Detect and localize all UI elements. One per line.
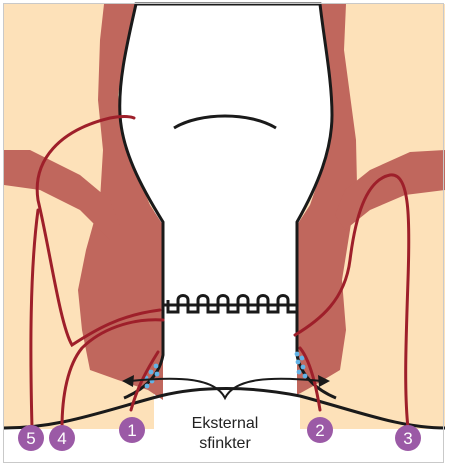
marker-2-label: 2 bbox=[315, 421, 324, 440]
marker-3: 3 bbox=[395, 425, 421, 451]
marker-1-label: 1 bbox=[127, 421, 136, 440]
external-sphincter-label: Eksternal sfinkter bbox=[170, 414, 280, 454]
marker-5: 5 bbox=[18, 425, 44, 451]
external-sphincter-label-line-2: sfinkter bbox=[170, 434, 280, 454]
marker-2: 2 bbox=[307, 417, 333, 443]
marker-5-label: 5 bbox=[26, 429, 35, 448]
marker-4: 4 bbox=[49, 425, 75, 451]
marker-1: 1 bbox=[119, 417, 145, 443]
marker-3-label: 3 bbox=[403, 429, 412, 448]
marker-4-label: 4 bbox=[57, 429, 66, 448]
external-sphincter-label-line-1: Eksternal bbox=[170, 414, 280, 434]
